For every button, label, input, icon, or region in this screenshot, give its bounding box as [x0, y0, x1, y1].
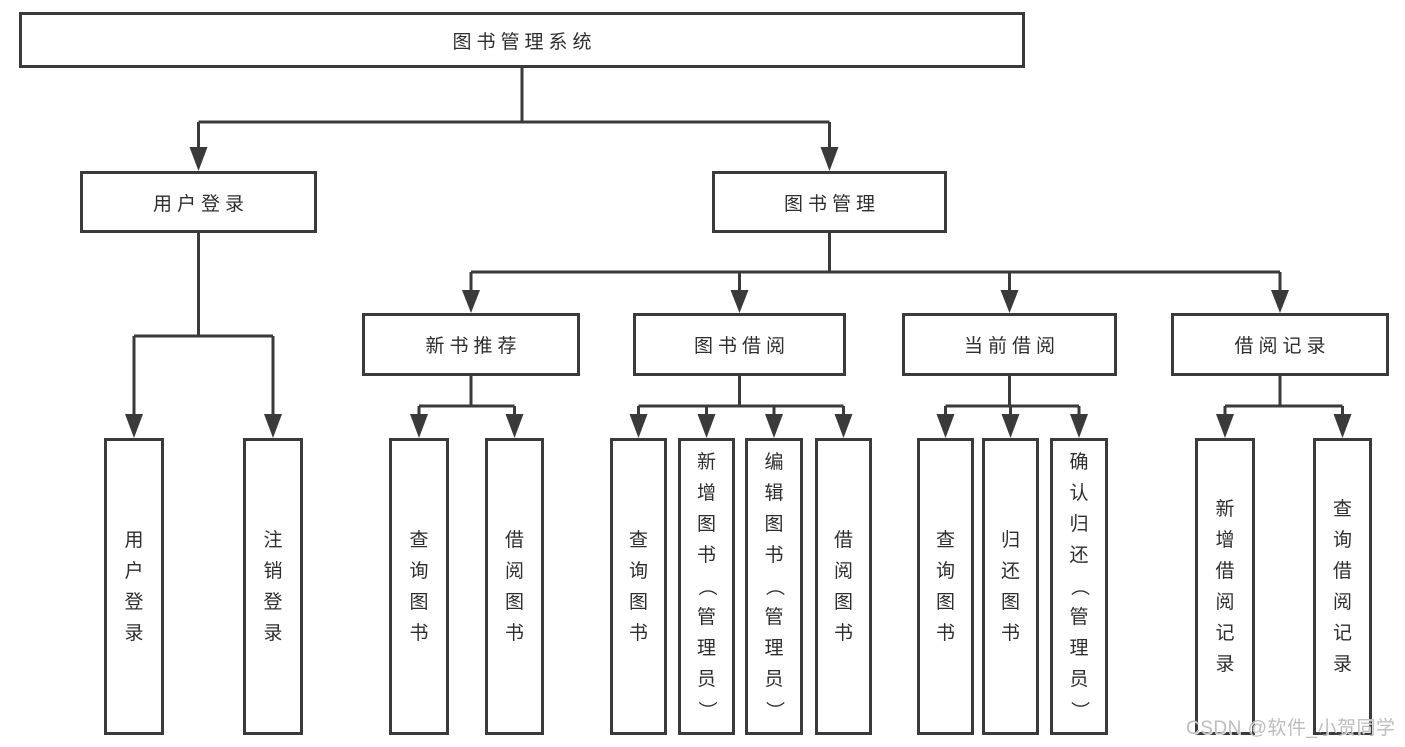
leaf-label: 查询图书 [409, 529, 429, 644]
leaf-label: 用户登录 [124, 529, 144, 644]
leaf-label: 新增借阅记录 [1215, 498, 1235, 675]
node-label: 新书推荐 [425, 336, 522, 357]
leaf-query-book-current: 查询图书 [917, 438, 974, 735]
leaf-logout: 注销登录 [243, 438, 303, 735]
node-label: 用户登录 [152, 193, 249, 215]
leaf-query-book-borrow: 查询图书 [610, 438, 667, 735]
node-book-borrow: 图书借阅 [633, 313, 846, 376]
leaf-add-book-admin: 新增图书（管理员） [678, 438, 735, 735]
node-new-book-recommend: 新书推荐 [362, 313, 580, 376]
connector-borrow-record-branch [1216, 376, 1352, 438]
leaf-label: 查询图书 [935, 529, 955, 644]
connector-current-borrow-branch [936, 376, 1088, 438]
leaf-borrow-book: 借阅图书 [815, 438, 872, 735]
leaf-return-book: 归还图书 [982, 438, 1039, 735]
node-root-system: 图书管理系统 [19, 12, 1025, 68]
leaf-confirm-return-admin: 确认归还（管理员） [1050, 438, 1108, 735]
csdn-watermark: CSDN @软件_小贺同学 [1186, 718, 1396, 739]
connector-book-management-to-level3 [462, 233, 1289, 313]
node-borrow-record: 借阅记录 [1171, 313, 1389, 376]
connector-new-book-branch [410, 376, 524, 438]
leaf-label: 借阅图书 [833, 529, 853, 644]
node-current-borrow: 当前借阅 [902, 313, 1117, 376]
leaf-user-login: 用户登录 [104, 438, 164, 735]
leaf-label: 编辑图书（管理员） [763, 452, 785, 720]
node-user-login: 用户登录 [80, 171, 317, 233]
leaf-query-borrow-record: 查询借阅记录 [1313, 438, 1372, 735]
connector-book-borrow-branch [629, 376, 853, 438]
leaf-label: 归还图书 [1000, 529, 1020, 644]
leaf-add-borrow-record: 新增借阅记录 [1195, 438, 1255, 735]
node-label: 借阅记录 [1234, 336, 1331, 357]
node-label: 图书借阅 [693, 336, 790, 357]
leaf-label: 注销登录 [263, 529, 283, 644]
leaf-label: 新增图书（管理员） [696, 452, 717, 720]
node-book-management: 图书管理 [712, 171, 947, 233]
leaf-label: 确认归还（管理员） [1068, 452, 1090, 720]
node-label: 当前借阅 [963, 336, 1060, 357]
leaf-query-book-recommend: 查询图书 [389, 438, 449, 735]
leaf-edit-book-admin: 编辑图书（管理员） [745, 438, 803, 735]
leaf-borrow-book-recommend: 借阅图书 [485, 438, 544, 735]
connector-root-to-level2 [189, 68, 839, 171]
leaf-label: 查询借阅记录 [1332, 498, 1352, 675]
leaf-label: 查询图书 [628, 529, 648, 644]
node-label: 图书管理系统 [452, 31, 597, 53]
node-label: 图书管理 [783, 193, 880, 215]
leaf-label: 借阅图书 [504, 529, 524, 644]
connector-user-login-branch [125, 233, 282, 438]
